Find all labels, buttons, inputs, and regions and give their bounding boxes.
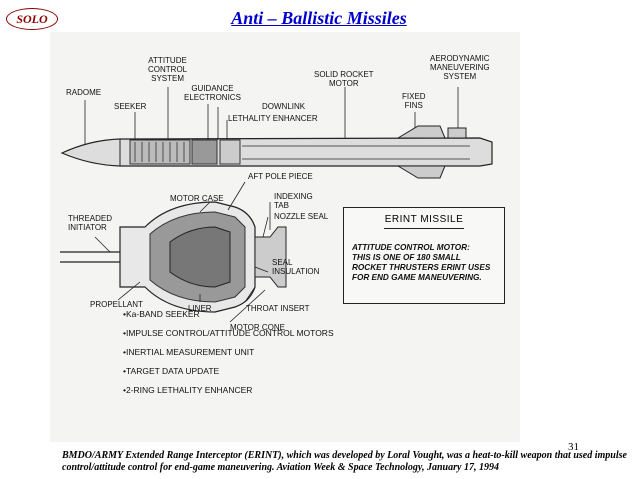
figure-caption: BMDO/ARMY Extended Range Interceptor (ER… (62, 450, 627, 473)
feature-item: 2-RING LETHALITY ENHANCER (123, 384, 334, 403)
lethality-enhancer-label: LETHALITY ENHANCER (228, 114, 318, 123)
feature-item: Ka-BAND SEEKER (123, 308, 334, 327)
aerodynamic-system-label: AERODYNAMIC MANEUVERING SYSTEM (430, 54, 490, 81)
page-title: Anti – Ballistic Missiles (231, 8, 407, 28)
attitude-control-label: ATTITUDE CONTROL SYSTEM (148, 56, 188, 83)
threaded-initiator-label: THREADED INITIATOR (68, 214, 113, 232)
feature-item: TARGET DATA UPDATE (123, 365, 334, 384)
motor-case-label: MOTOR CASE (170, 194, 224, 203)
aft-pole-piece-label: AFT POLE PIECE (248, 172, 313, 181)
erint-info-box: ERINT MISSILE ATTITUDE CONTROL MOTOR: TH… (343, 207, 505, 304)
seal-insulation-label: SEAL INSULATION (272, 258, 320, 276)
solo-logo: SOLO (6, 8, 58, 30)
erint-box-text: ATTITUDE CONTROL MOTOR: THIS IS ONE OF 1… (352, 243, 491, 282)
missile-drawing (60, 87, 493, 323)
solid-rocket-motor-label: SOLID ROCKET MOTOR (314, 70, 374, 88)
feature-item: INERTIAL MEASUREMENT UNIT (123, 346, 334, 365)
radome-label: RADOME (66, 88, 102, 97)
nozzle-seal-label: NOZZLE SEAL (274, 212, 329, 221)
erint-title-underline (384, 228, 464, 229)
guidance-electronics-label: GUIDANCE ELECTRONICS (184, 84, 241, 102)
fixed-fins-label: FIXED FINS (402, 92, 426, 110)
erint-box-title: ERINT MISSILE (384, 214, 464, 225)
feature-item: IMPULSE CONTROL/ATTITUDE CONTROL MOTORS (123, 327, 334, 346)
propellant-label: PROPELLANT (90, 300, 143, 309)
missile-diagram-figure: RADOME SEEKER ATTITUDE CONTROL SYSTEM GU… (50, 32, 520, 442)
page-number: 31 (568, 441, 579, 453)
downlink-label: DOWNLINK (262, 102, 306, 111)
indexing-tab-label: INDEXING TAB (274, 192, 313, 210)
feature-list: Ka-BAND SEEKER IMPULSE CONTROL/ATTITUDE … (123, 308, 334, 403)
seeker-label: SEEKER (114, 102, 147, 111)
solo-logo-text: SOLO (16, 11, 48, 26)
